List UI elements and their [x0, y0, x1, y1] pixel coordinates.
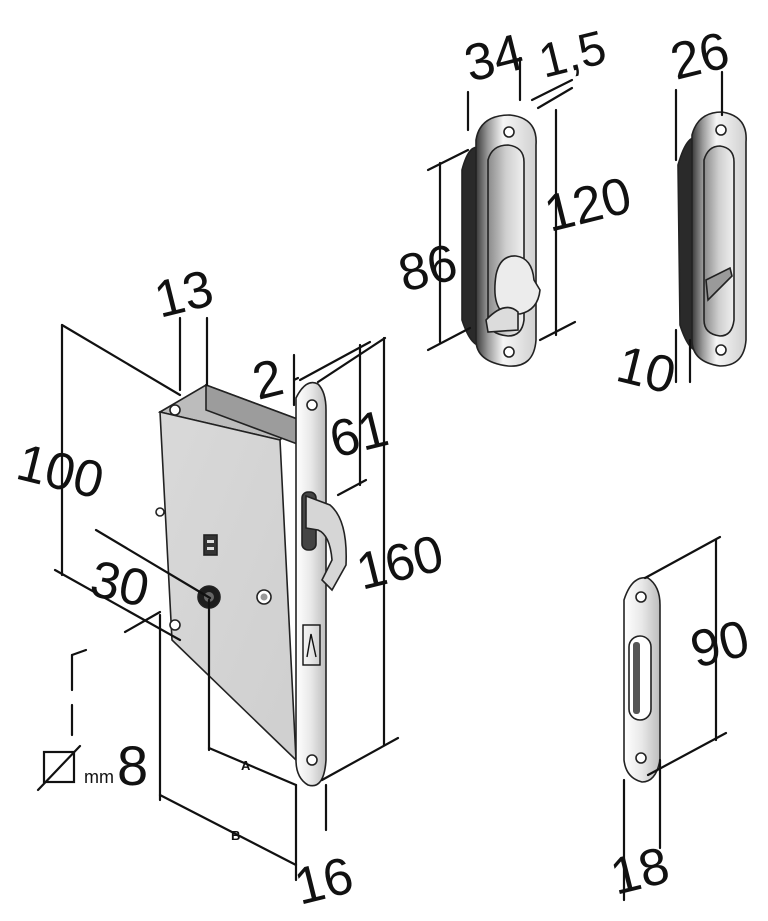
lock-dimension-lines: [53, 316, 400, 882]
pull-handle-with-turn: [461, 114, 541, 367]
lock-faceplate: [295, 381, 347, 787]
dim-label-b: B: [231, 828, 240, 843]
dim-pull-inner-height: 86: [393, 233, 463, 303]
dim-strike-height: 90: [685, 609, 755, 679]
dim-case-thickness: 13: [149, 259, 219, 329]
pull-handle-2-dimension-lines: [674, 70, 724, 384]
dim-faceplate-width: 16: [289, 846, 359, 916]
dim-label-a: A: [241, 758, 251, 773]
dim-pull-width: 34: [459, 23, 529, 93]
dim-pull-height: 120: [539, 166, 637, 243]
strike-dimension-lines: [622, 535, 728, 902]
dim-spindle-unit: mm: [84, 767, 114, 787]
lock-case: [155, 383, 302, 762]
pull-handle-dimension-lines: [426, 56, 577, 352]
dim-case-height: 100: [11, 433, 109, 510]
dim-backset: 30: [86, 550, 155, 619]
dim-pull-offset: 1,5: [534, 21, 612, 89]
dim-latch-offset: 61: [324, 399, 394, 469]
dim-faceplate-length: 160: [351, 524, 449, 601]
dim-strike-width: 18: [605, 836, 675, 906]
dim-pull2-depth: 10: [611, 335, 681, 405]
spindle-square-icon: [36, 744, 82, 792]
dim-pull2-width: 26: [665, 21, 735, 91]
dim-spindle-size: 8: [117, 734, 148, 797]
strike-plate: [623, 576, 661, 783]
pull-handle-with-indicator: [677, 111, 747, 367]
dimension-labels: 100 13 30 mm 8 A B 16 2 61 160 34 1,5 86…: [11, 21, 755, 917]
